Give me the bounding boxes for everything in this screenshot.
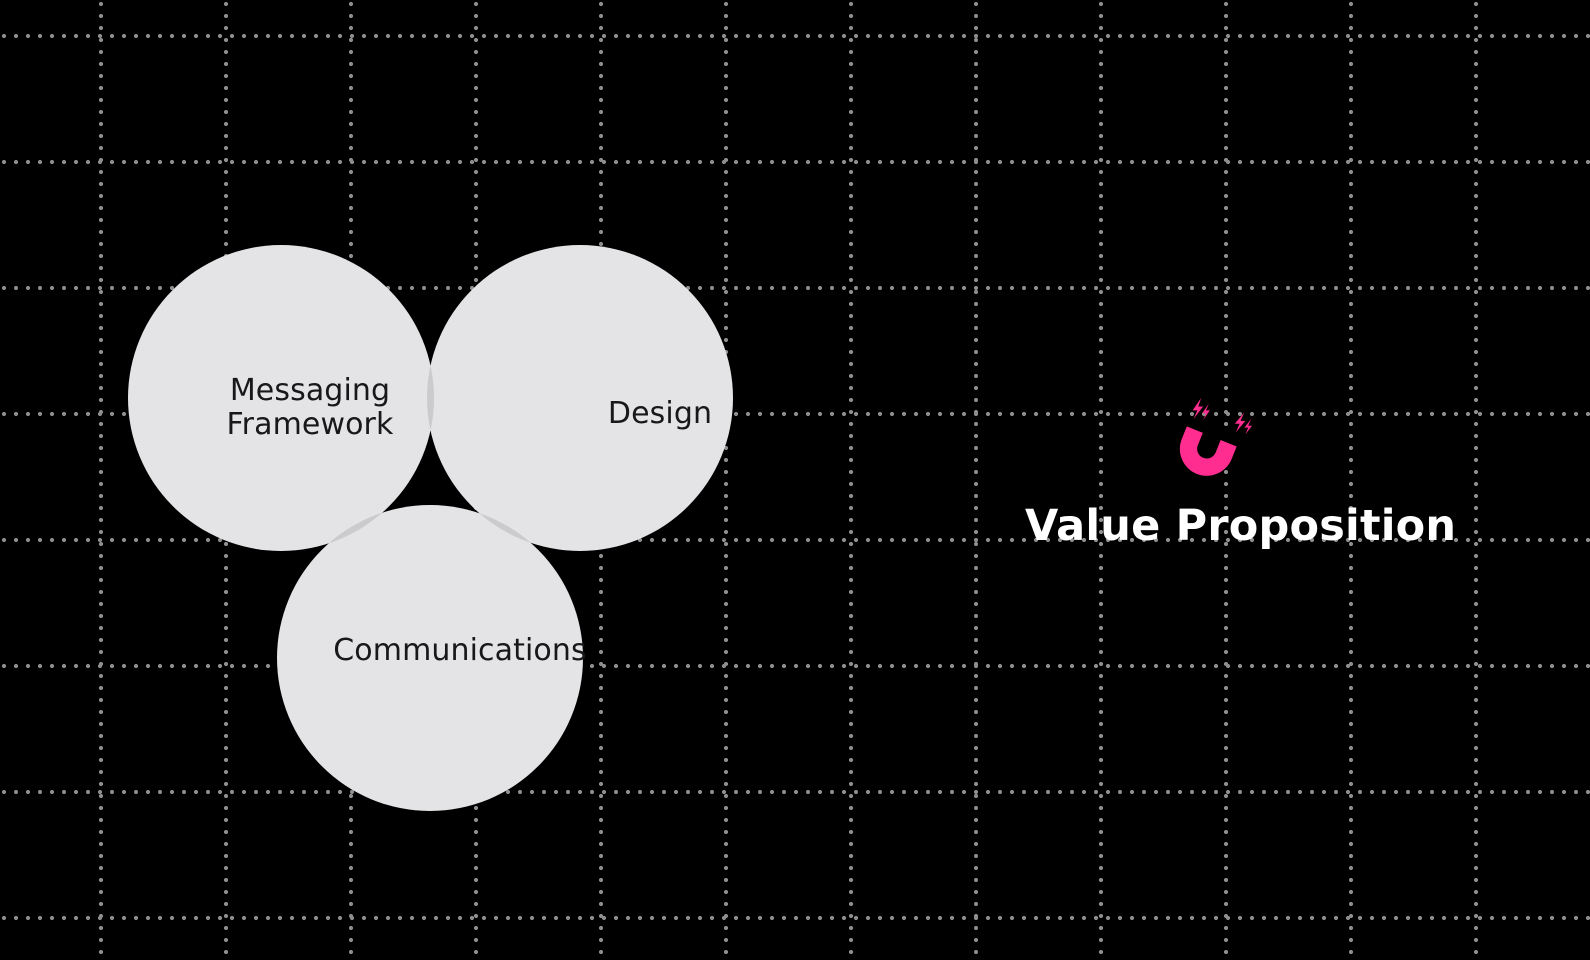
grid-col-line <box>99 0 103 960</box>
venn-circle-design <box>427 245 733 551</box>
grid-col-line <box>974 0 978 960</box>
value-proposition-block: Value Proposition <box>1025 395 1457 551</box>
grid-row-line <box>0 160 1590 164</box>
grid-row-line <box>0 916 1590 920</box>
venn-circle-messaging-framework <box>128 245 434 551</box>
venn-label-messaging-framework: Messaging Framework <box>226 373 394 442</box>
venn-label-design: Design <box>607 396 713 431</box>
grid-col-line <box>849 0 853 960</box>
grid-col-line <box>1474 0 1478 960</box>
magnet-spark-left <box>1192 397 1210 420</box>
grid-row-line <box>0 34 1590 38</box>
value-proposition-title: Value Proposition <box>1025 501 1457 551</box>
magnet-icon <box>1179 397 1253 476</box>
magnet-spark-right <box>1234 412 1253 435</box>
venn-circle-communications <box>277 505 583 811</box>
venn-diagram: Messaging Framework Design Communication… <box>120 234 744 824</box>
venn-label-communications: Communications <box>333 633 587 668</box>
